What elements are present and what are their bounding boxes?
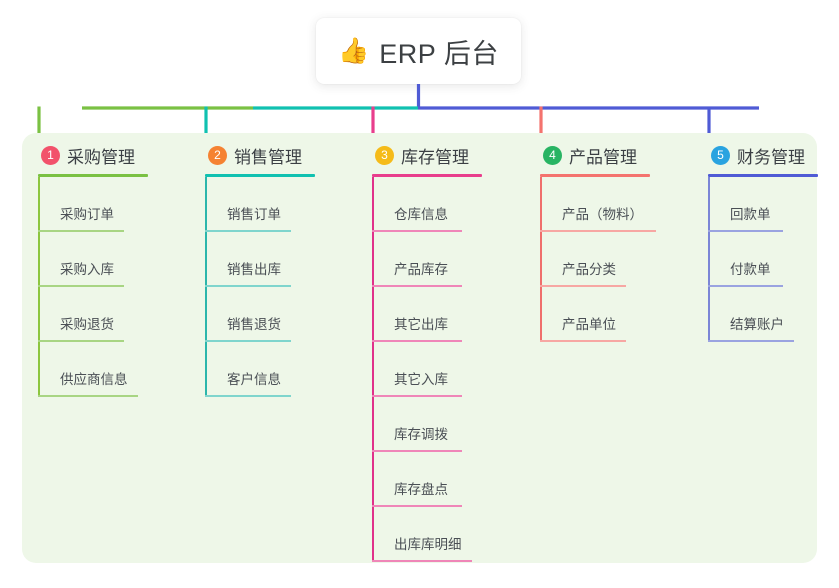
leaf-item[interactable]: 采购订单 (38, 177, 148, 232)
column-header-4[interactable]: 4 产品管理 (540, 142, 650, 168)
leaf-item[interactable]: 产品库存 (372, 232, 482, 287)
leaf-label: 结算账户 (730, 317, 784, 332)
leaf-rule (372, 340, 462, 342)
column-1: 1 采购管理采购订单采购入库采购退货供应商信息 (38, 142, 148, 397)
leaf-item[interactable]: 客户信息 (205, 342, 315, 397)
column-2: 2 销售管理销售订单销售出库销售退货客户信息 (205, 142, 315, 397)
column-title-4: 产品管理 (569, 147, 637, 167)
leaf-rule (38, 340, 124, 342)
leaf-item[interactable]: 其它出库 (372, 287, 482, 342)
column-rule-3 (372, 174, 482, 177)
root-title: ERP 后台 (379, 38, 499, 69)
leaf-rule (708, 285, 783, 287)
leaf-label: 销售订单 (227, 207, 281, 222)
leaf-item[interactable]: 库存盘点 (372, 452, 482, 507)
leaf-label: 产品库存 (394, 262, 448, 277)
leaf-label: 库存盘点 (394, 482, 448, 497)
column-header-3[interactable]: 3 库存管理 (372, 142, 482, 168)
leaf-item[interactable]: 库存调拨 (372, 397, 482, 452)
leaf-rule (372, 230, 462, 232)
column-rule-1 (38, 174, 148, 177)
column-rule-2 (205, 174, 315, 177)
leaf-label: 其它入库 (394, 372, 448, 387)
leaf-label: 其它出库 (394, 317, 448, 332)
leaf-rule (38, 285, 124, 287)
leaf-item[interactable]: 采购入库 (38, 232, 148, 287)
column-spine-2 (205, 177, 207, 397)
column-badge-3: 3 (375, 145, 394, 165)
column-rule-4 (540, 174, 650, 177)
leaf-label: 采购入库 (60, 262, 114, 277)
column-header-2[interactable]: 2 销售管理 (205, 142, 315, 168)
leaf-rule (540, 340, 626, 342)
leaf-label: 采购订单 (60, 207, 114, 222)
column-title-1: 采购管理 (67, 147, 135, 167)
leaf-item[interactable]: 产品单位 (540, 287, 650, 342)
column-4: 4 产品管理产品（物料） 产品分类产品单位 (540, 142, 656, 342)
leaf-rule (540, 285, 626, 287)
column-rule-5 (708, 174, 818, 177)
leaf-rule (205, 395, 291, 397)
leaf-item[interactable]: 销售订单 (205, 177, 315, 232)
leaf-label: 仓库信息 (394, 207, 448, 222)
leaf-label: 客户信息 (227, 372, 281, 387)
column-spine-1 (38, 177, 40, 397)
column-badge-5: 5 (711, 145, 730, 165)
column-title-5: 财务管理 (737, 147, 805, 167)
column-spine-3 (372, 177, 374, 562)
leaf-label: 出库库明细 (394, 537, 462, 552)
leaf-rule (372, 395, 462, 397)
column-3: 3 库存管理仓库信息产品库存其它出库其它入库库存调拨库存盘点出库库明细 (372, 142, 482, 562)
column-badge-4: 4 (543, 145, 562, 165)
leaf-label: 库存调拨 (394, 427, 448, 442)
leaf-rule (372, 505, 462, 507)
column-5: 5 财务管理回款单付款单结算账户 (708, 142, 818, 342)
leaf-rule (38, 395, 138, 397)
leaf-item[interactable]: 其它入库 (372, 342, 482, 397)
leaf-label: 付款单 (730, 262, 771, 277)
leaf-label: 供应商信息 (60, 372, 128, 387)
column-header-1[interactable]: 1 采购管理 (38, 142, 148, 168)
leaf-label: 回款单 (730, 207, 771, 222)
leaf-item[interactable]: 供应商信息 (38, 342, 148, 397)
leaf-item[interactable]: 出库库明细 (372, 507, 482, 562)
leaf-label: 销售出库 (227, 262, 281, 277)
leaf-rule (708, 230, 783, 232)
leaf-rule (205, 285, 291, 287)
leaf-rule (372, 560, 472, 562)
leaf-label: 产品单位 (562, 317, 616, 332)
diagram-panel (22, 133, 817, 563)
leaf-item[interactable]: 销售退货 (205, 287, 315, 342)
column-badge-2: 2 (208, 145, 227, 165)
leaf-rule (372, 450, 462, 452)
leaf-rule (205, 230, 291, 232)
leaf-item[interactable]: 产品（物料） (540, 177, 656, 232)
column-spine-4 (540, 177, 542, 342)
column-header-5[interactable]: 5 财务管理 (708, 142, 818, 168)
leaf-item[interactable]: 销售出库 (205, 232, 315, 287)
leaf-label: 产品分类 (562, 262, 616, 277)
leaf-rule (205, 340, 291, 342)
root-node[interactable]: 👍 ERP 后台 (316, 18, 521, 84)
leaf-rule (372, 285, 462, 287)
leaf-label: 产品（物料） (562, 207, 643, 222)
leaf-rule (708, 340, 794, 342)
leaf-item[interactable]: 仓库信息 (372, 177, 482, 232)
leaf-item[interactable]: 产品分类 (540, 232, 650, 287)
column-spine-5 (708, 177, 710, 342)
leaf-label: 采购退货 (60, 317, 114, 332)
leaf-label: 销售退货 (227, 317, 281, 332)
leaf-item[interactable]: 付款单 (708, 232, 818, 287)
leaf-item[interactable]: 回款单 (708, 177, 818, 232)
leaf-item[interactable]: 结算账户 (708, 287, 818, 342)
column-title-3: 库存管理 (401, 147, 469, 167)
leaf-rule (540, 230, 656, 232)
thumbs-up-icon: 👍 (338, 36, 370, 65)
column-title-2: 销售管理 (234, 147, 302, 167)
leaf-item[interactable]: 采购退货 (38, 287, 148, 342)
column-badge-1: 1 (41, 145, 60, 165)
leaf-rule (38, 230, 124, 232)
